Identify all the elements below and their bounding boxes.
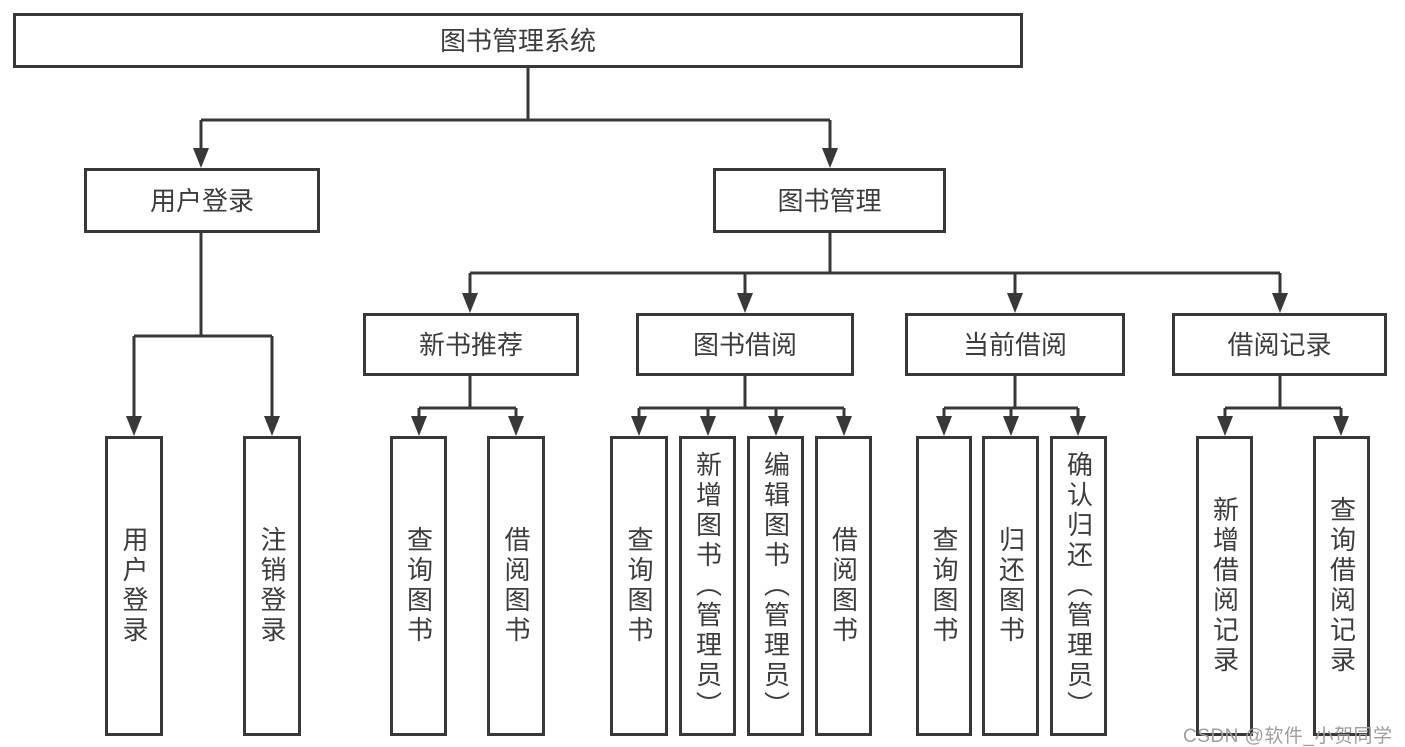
node-new-book-recommend: 新书推荐 xyxy=(363,313,579,376)
node-new-book-recommend-label: 新书推荐 xyxy=(418,329,523,360)
node-user-login: 用户登录 xyxy=(84,168,320,233)
leaf-query-books-recommend-label: 查询图书 xyxy=(403,526,434,646)
node-root-system: 图书管理系统 xyxy=(13,13,1023,68)
leaf-query-books-borrowing: 查询图书 xyxy=(610,436,668,736)
leaf-return-books: 归还图书 xyxy=(982,436,1039,736)
node-borrow-records: 借阅记录 xyxy=(1172,313,1387,376)
leaf-query-books-current-label: 查询图书 xyxy=(929,526,959,646)
leaf-logout: 注销登录 xyxy=(243,436,301,736)
leaf-return-books-label: 归还图书 xyxy=(995,526,1026,646)
leaf-confirm-return-admin-label: 确认归还（管理员） xyxy=(1063,451,1094,721)
node-book-management-label: 图书管理 xyxy=(777,185,882,216)
leaf-borrow-books-label: 借阅图书 xyxy=(828,526,859,646)
leaf-add-books-admin-label: 新增图书（管理员） xyxy=(692,451,723,721)
leaf-edit-books-admin-label: 编辑图书（管理员） xyxy=(760,451,791,721)
leaf-borrow-books-recommend-label: 借阅图书 xyxy=(501,526,531,646)
node-book-borrowing-label: 图书借阅 xyxy=(692,329,797,360)
leaf-borrow-books-recommend: 借阅图书 xyxy=(487,436,545,736)
node-book-management: 图书管理 xyxy=(713,168,946,233)
node-root-label: 图书管理系统 xyxy=(439,25,596,56)
leaf-confirm-return-admin: 确认归还（管理员） xyxy=(1050,436,1107,736)
leaf-borrow-books: 借阅图书 xyxy=(815,436,872,736)
leaf-add-borrow-record-label: 新增借阅记录 xyxy=(1209,496,1240,676)
connector-current-borrowing-to-leaves xyxy=(936,376,1086,436)
leaf-query-borrow-record-label: 查询借阅记录 xyxy=(1326,496,1357,676)
leaf-query-books-current: 查询图书 xyxy=(916,436,972,736)
connector-root-to-level2 xyxy=(193,68,838,168)
leaf-query-borrow-record: 查询借阅记录 xyxy=(1313,436,1370,736)
leaf-user-login: 用户登录 xyxy=(105,436,163,736)
node-user-login-label: 用户登录 xyxy=(149,185,254,216)
node-book-borrowing: 图书借阅 xyxy=(636,313,854,376)
leaf-add-borrow-record: 新增借阅记录 xyxy=(1196,436,1253,736)
node-borrow-records-label: 借阅记录 xyxy=(1227,329,1332,360)
leaf-logout-label: 注销登录 xyxy=(257,526,287,646)
connector-user-login-to-leaves xyxy=(126,233,280,436)
leaf-edit-books-admin: 编辑图书（管理员） xyxy=(747,436,804,736)
connector-borrow-records-to-leaves xyxy=(1217,376,1349,436)
leaf-user-login-label: 用户登录 xyxy=(119,526,149,646)
connector-book-borrowing-to-leaves xyxy=(631,376,852,436)
leaf-query-books-recommend: 查询图书 xyxy=(390,436,447,736)
node-current-borrowing-label: 当前借阅 xyxy=(962,329,1067,360)
connector-new-books-to-leaves xyxy=(411,376,524,436)
leaf-query-books-borrowing-label: 查询图书 xyxy=(624,526,654,646)
csdn-watermark: CSDN @软件_小贺同学 xyxy=(1183,726,1393,747)
leaf-add-books-admin: 新增图书（管理员） xyxy=(679,436,736,736)
connector-book-management-to-level3 xyxy=(462,233,1288,313)
node-current-borrowing: 当前借阅 xyxy=(905,313,1125,376)
